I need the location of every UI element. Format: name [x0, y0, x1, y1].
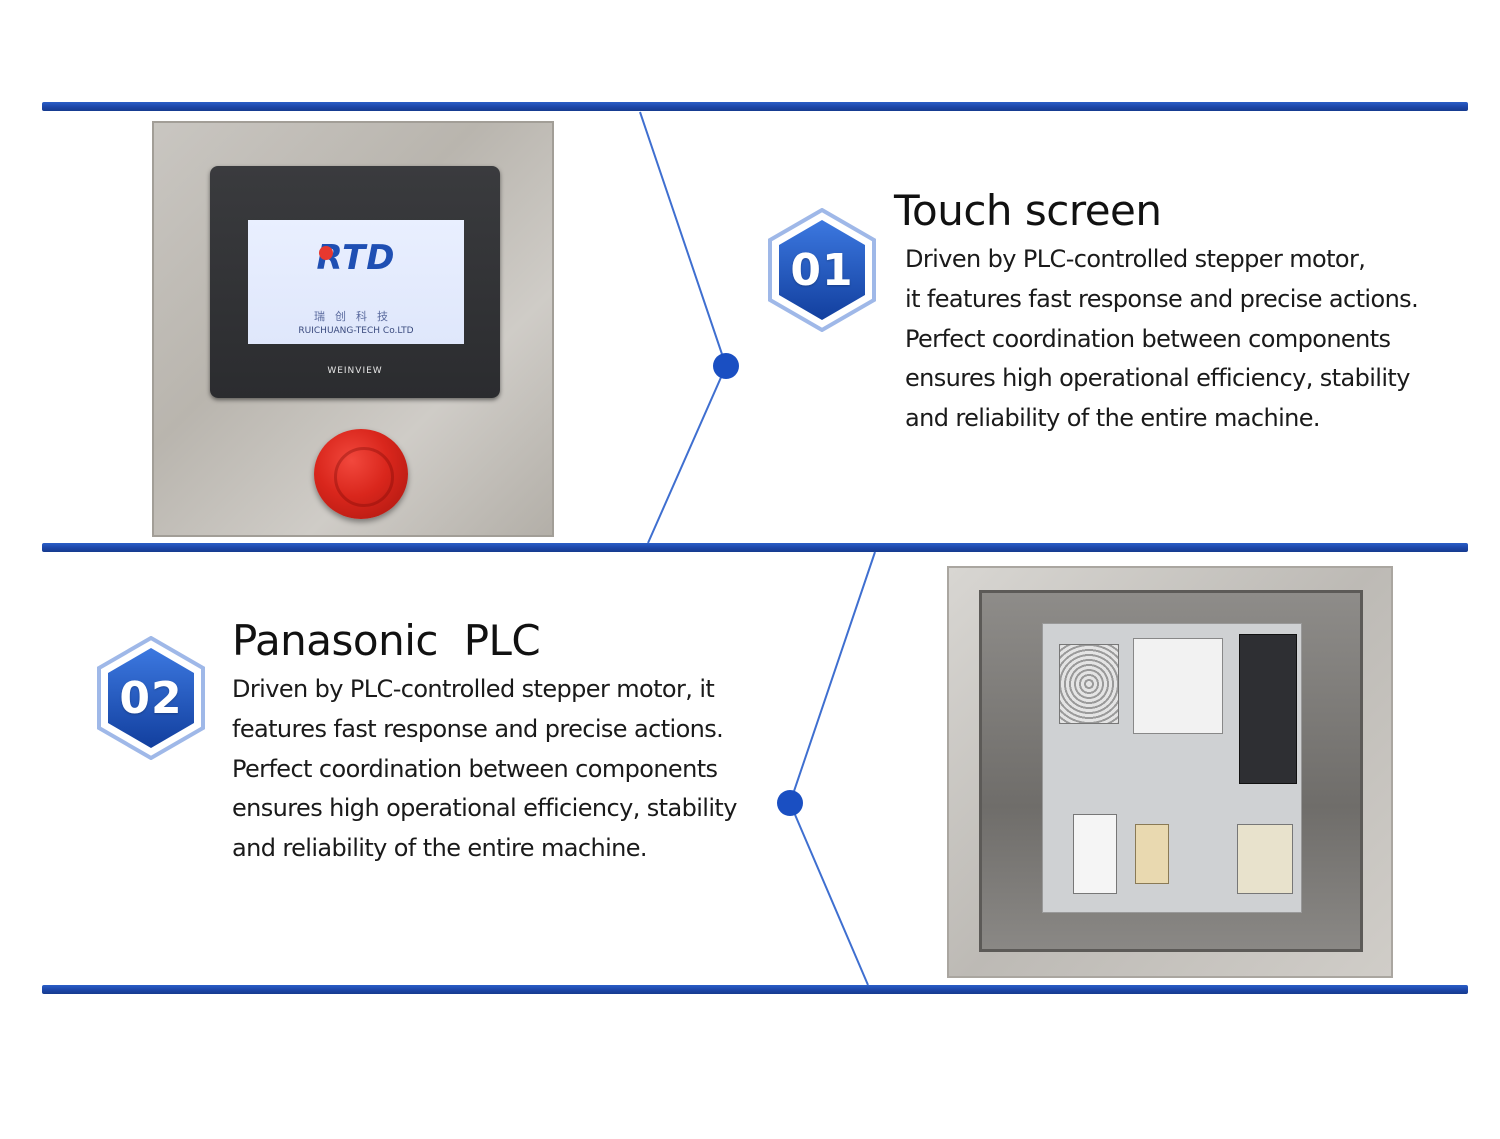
- feature-title-touch-screen: Touch screen: [894, 186, 1162, 235]
- power-supply: [1059, 644, 1119, 724]
- hmi-company-en: RUICHUANG-TECH Co.LTD: [298, 326, 414, 336]
- connector-dot-1: [713, 353, 739, 379]
- transformer: [1237, 824, 1293, 894]
- hmi-bezel: RTD 瑞创科技 RUICHUANG-TECH Co.LTD WEINVIEW: [210, 166, 500, 398]
- emergency-stop-button: [314, 429, 408, 519]
- feature-title-panasonic-plc: Panasonic PLC: [232, 616, 541, 665]
- description-line: Perfect coordination between components: [232, 754, 718, 783]
- badge-number: 02: [119, 672, 183, 724]
- connector-line-1: [639, 111, 728, 544]
- plc-unit: [1133, 638, 1223, 734]
- relay: [1135, 824, 1169, 884]
- hmi-brand: WEINVIEW: [327, 366, 383, 376]
- mounting-plate: [1042, 623, 1302, 913]
- box-interior: [979, 590, 1363, 952]
- stepper-driver: [1239, 634, 1297, 784]
- description-line: it features fast response and precise ac…: [905, 284, 1419, 313]
- hmi-logo: RTD: [316, 238, 396, 278]
- hexagon-icon: [97, 635, 205, 761]
- plc-box-photo: [947, 566, 1393, 978]
- hmi-screen: RTD 瑞创科技 RUICHUANG-TECH Co.LTD: [248, 220, 464, 344]
- description-line: and reliability of the entire machine.: [232, 834, 648, 863]
- divider-bar-top: [42, 102, 1468, 111]
- hexagon-badge-01: 01: [766, 207, 878, 333]
- hexagon-icon: [768, 207, 876, 333]
- divider-bar-bottom: [42, 985, 1468, 994]
- description-line: Driven by PLC-controlled stepper motor, …: [232, 675, 715, 703]
- description-line: and reliability of the entire machine.: [905, 404, 1321, 433]
- description-line: ensures high operational efficiency, sta…: [905, 364, 1410, 393]
- description-line: Driven by PLC-controlled stepper motor,: [905, 245, 1366, 273]
- description-line: Perfect coordination between components: [905, 324, 1391, 353]
- touch-screen-photo: RTD 瑞创科技 RUICHUANG-TECH Co.LTD WEINVIEW: [152, 121, 554, 537]
- circuit-breaker: [1073, 814, 1117, 894]
- connector-line-2: [788, 551, 876, 986]
- hmi-logo-dot: [319, 246, 333, 260]
- hexagon-badge-02: 02: [95, 635, 207, 761]
- divider-bar-middle: [42, 543, 1468, 552]
- badge-number: 01: [790, 244, 854, 296]
- description-line: features fast response and precise actio…: [232, 714, 724, 743]
- feature-description-panasonic-plc: Driven by PLC-controlled stepper motor, …: [232, 670, 737, 869]
- connector-dot-2: [777, 790, 803, 816]
- description-line: ensures high operational efficiency, sta…: [232, 794, 737, 823]
- hmi-company-cn: 瑞创科技: [314, 310, 398, 323]
- feature-description-touch-screen: Driven by PLC-controlled stepper motor, …: [905, 240, 1419, 439]
